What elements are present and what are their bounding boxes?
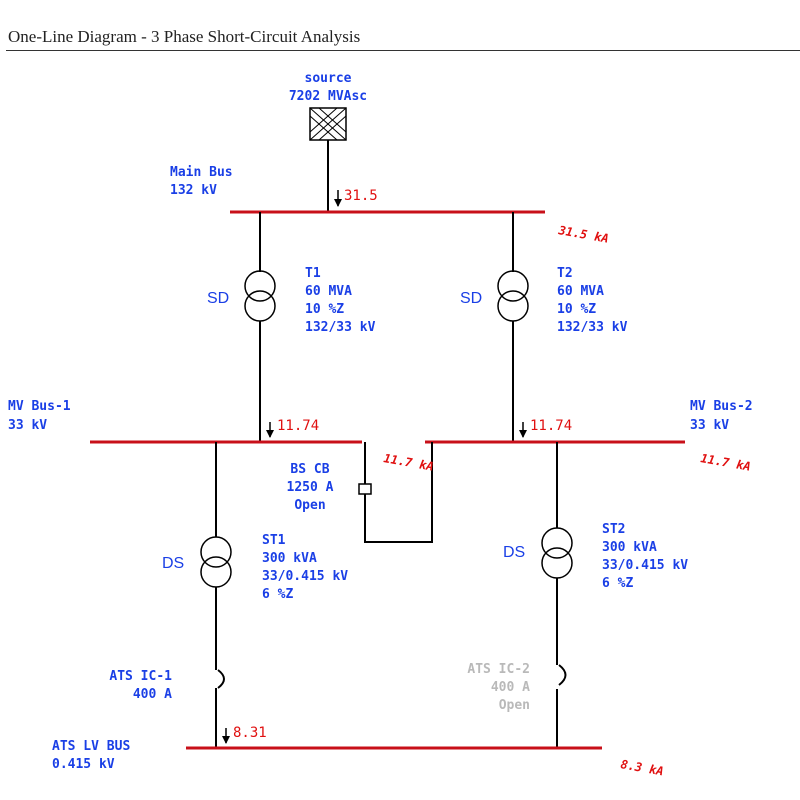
main-bus-voltage: 132 kV (170, 183, 217, 198)
t1-impedance: 10 %Z (305, 302, 344, 317)
t1-connection-label: SD (207, 290, 229, 307)
st1-name: ST1 (262, 533, 286, 548)
ats-lv-bus-name: ATS LV BUS (52, 739, 130, 754)
bs-cb-state: Open (294, 498, 325, 513)
fault-arrow-icon (519, 422, 527, 438)
t2-impedance: 10 %Z (557, 302, 596, 317)
main-bus-name: Main Bus (170, 165, 233, 180)
source-name: source (305, 71, 352, 86)
title-divider (6, 50, 800, 51)
bs-cb-fault-total: 11.7 kA (382, 451, 434, 474)
t1-transformer-symbol[interactable] (244, 270, 276, 322)
t2-mva: 60 MVA (557, 284, 604, 299)
t1-name: T1 (305, 266, 321, 281)
st1-ratio: 33/0.415 kV (262, 569, 348, 584)
ats-ic2-state: Open (499, 698, 530, 713)
bs-cb-name: BS CB (290, 462, 329, 477)
st2-ratio: 33/0.415 kV (602, 558, 688, 573)
mv-bus-2-voltage: 33 kV (690, 418, 729, 433)
mv-bus-1-name: MV Bus-1 (8, 399, 71, 414)
st1-connection-label: DS (162, 555, 184, 572)
t2-connection-label: SD (460, 290, 482, 307)
diagram-title: One-Line Diagram - 3 Phase Short-Circuit… (8, 27, 361, 46)
fault-arrow-icon (334, 190, 342, 207)
mv-bus-2-fault-total: 11.7 kA (699, 451, 751, 474)
main-bus-fault-current: 31.5 (344, 188, 378, 204)
t2-name: T2 (557, 266, 573, 281)
ats-lv-bus-fault-current: 8.31 (233, 725, 267, 741)
st2-connection-label: DS (503, 544, 525, 561)
t2-transformer-symbol[interactable] (497, 270, 529, 322)
bs-cb-tie-wire (364, 442, 433, 543)
st2-impedance: 6 %Z (602, 576, 633, 591)
t1-mva: 60 MVA (305, 284, 352, 299)
ats-lv-bus-voltage: 0.415 kV (52, 757, 115, 772)
fault-arrow-icon (222, 728, 230, 744)
mv-bus-1-voltage: 33 kV (8, 418, 47, 433)
bs-cb-rating: 1250 A (287, 480, 334, 495)
st1-kva: 300 kVA (262, 551, 317, 566)
ats-ic2-switch[interactable] (558, 664, 567, 686)
st2-name: ST2 (602, 522, 625, 537)
st1-transformer-symbol[interactable] (200, 536, 232, 588)
mv-bus-1-fault-current: 11.74 (277, 418, 319, 434)
t2-ratio: 132/33 kV (557, 320, 628, 335)
ats-lv-bus-fault-total: 8.3 kA (619, 757, 664, 778)
fault-arrow-icon (266, 422, 274, 438)
ats-ic1-name: ATS IC-1 (109, 669, 172, 684)
t1-ratio: 132/33 kV (305, 320, 376, 335)
mv-bus-2-name: MV Bus-2 (690, 399, 753, 414)
utility-source-symbol[interactable] (309, 107, 347, 141)
ats-ic2-rating: 400 A (491, 680, 530, 695)
st2-transformer-symbol[interactable] (541, 527, 573, 579)
ats-ic1-rating: 400 A (133, 687, 172, 702)
main-bus-fault-total: 31.5 kA (556, 223, 609, 246)
mv-bus-2-fault-current: 11.74 (530, 418, 572, 434)
st2-kva: 300 kVA (602, 540, 657, 555)
source-rating: 7202 MVAsc (289, 89, 367, 104)
ats-ic2-name: ATS IC-2 (467, 662, 530, 677)
ats-ic1-switch[interactable] (217, 669, 225, 689)
bus-section-breaker[interactable] (358, 483, 372, 495)
st1-impedance: 6 %Z (262, 587, 293, 602)
